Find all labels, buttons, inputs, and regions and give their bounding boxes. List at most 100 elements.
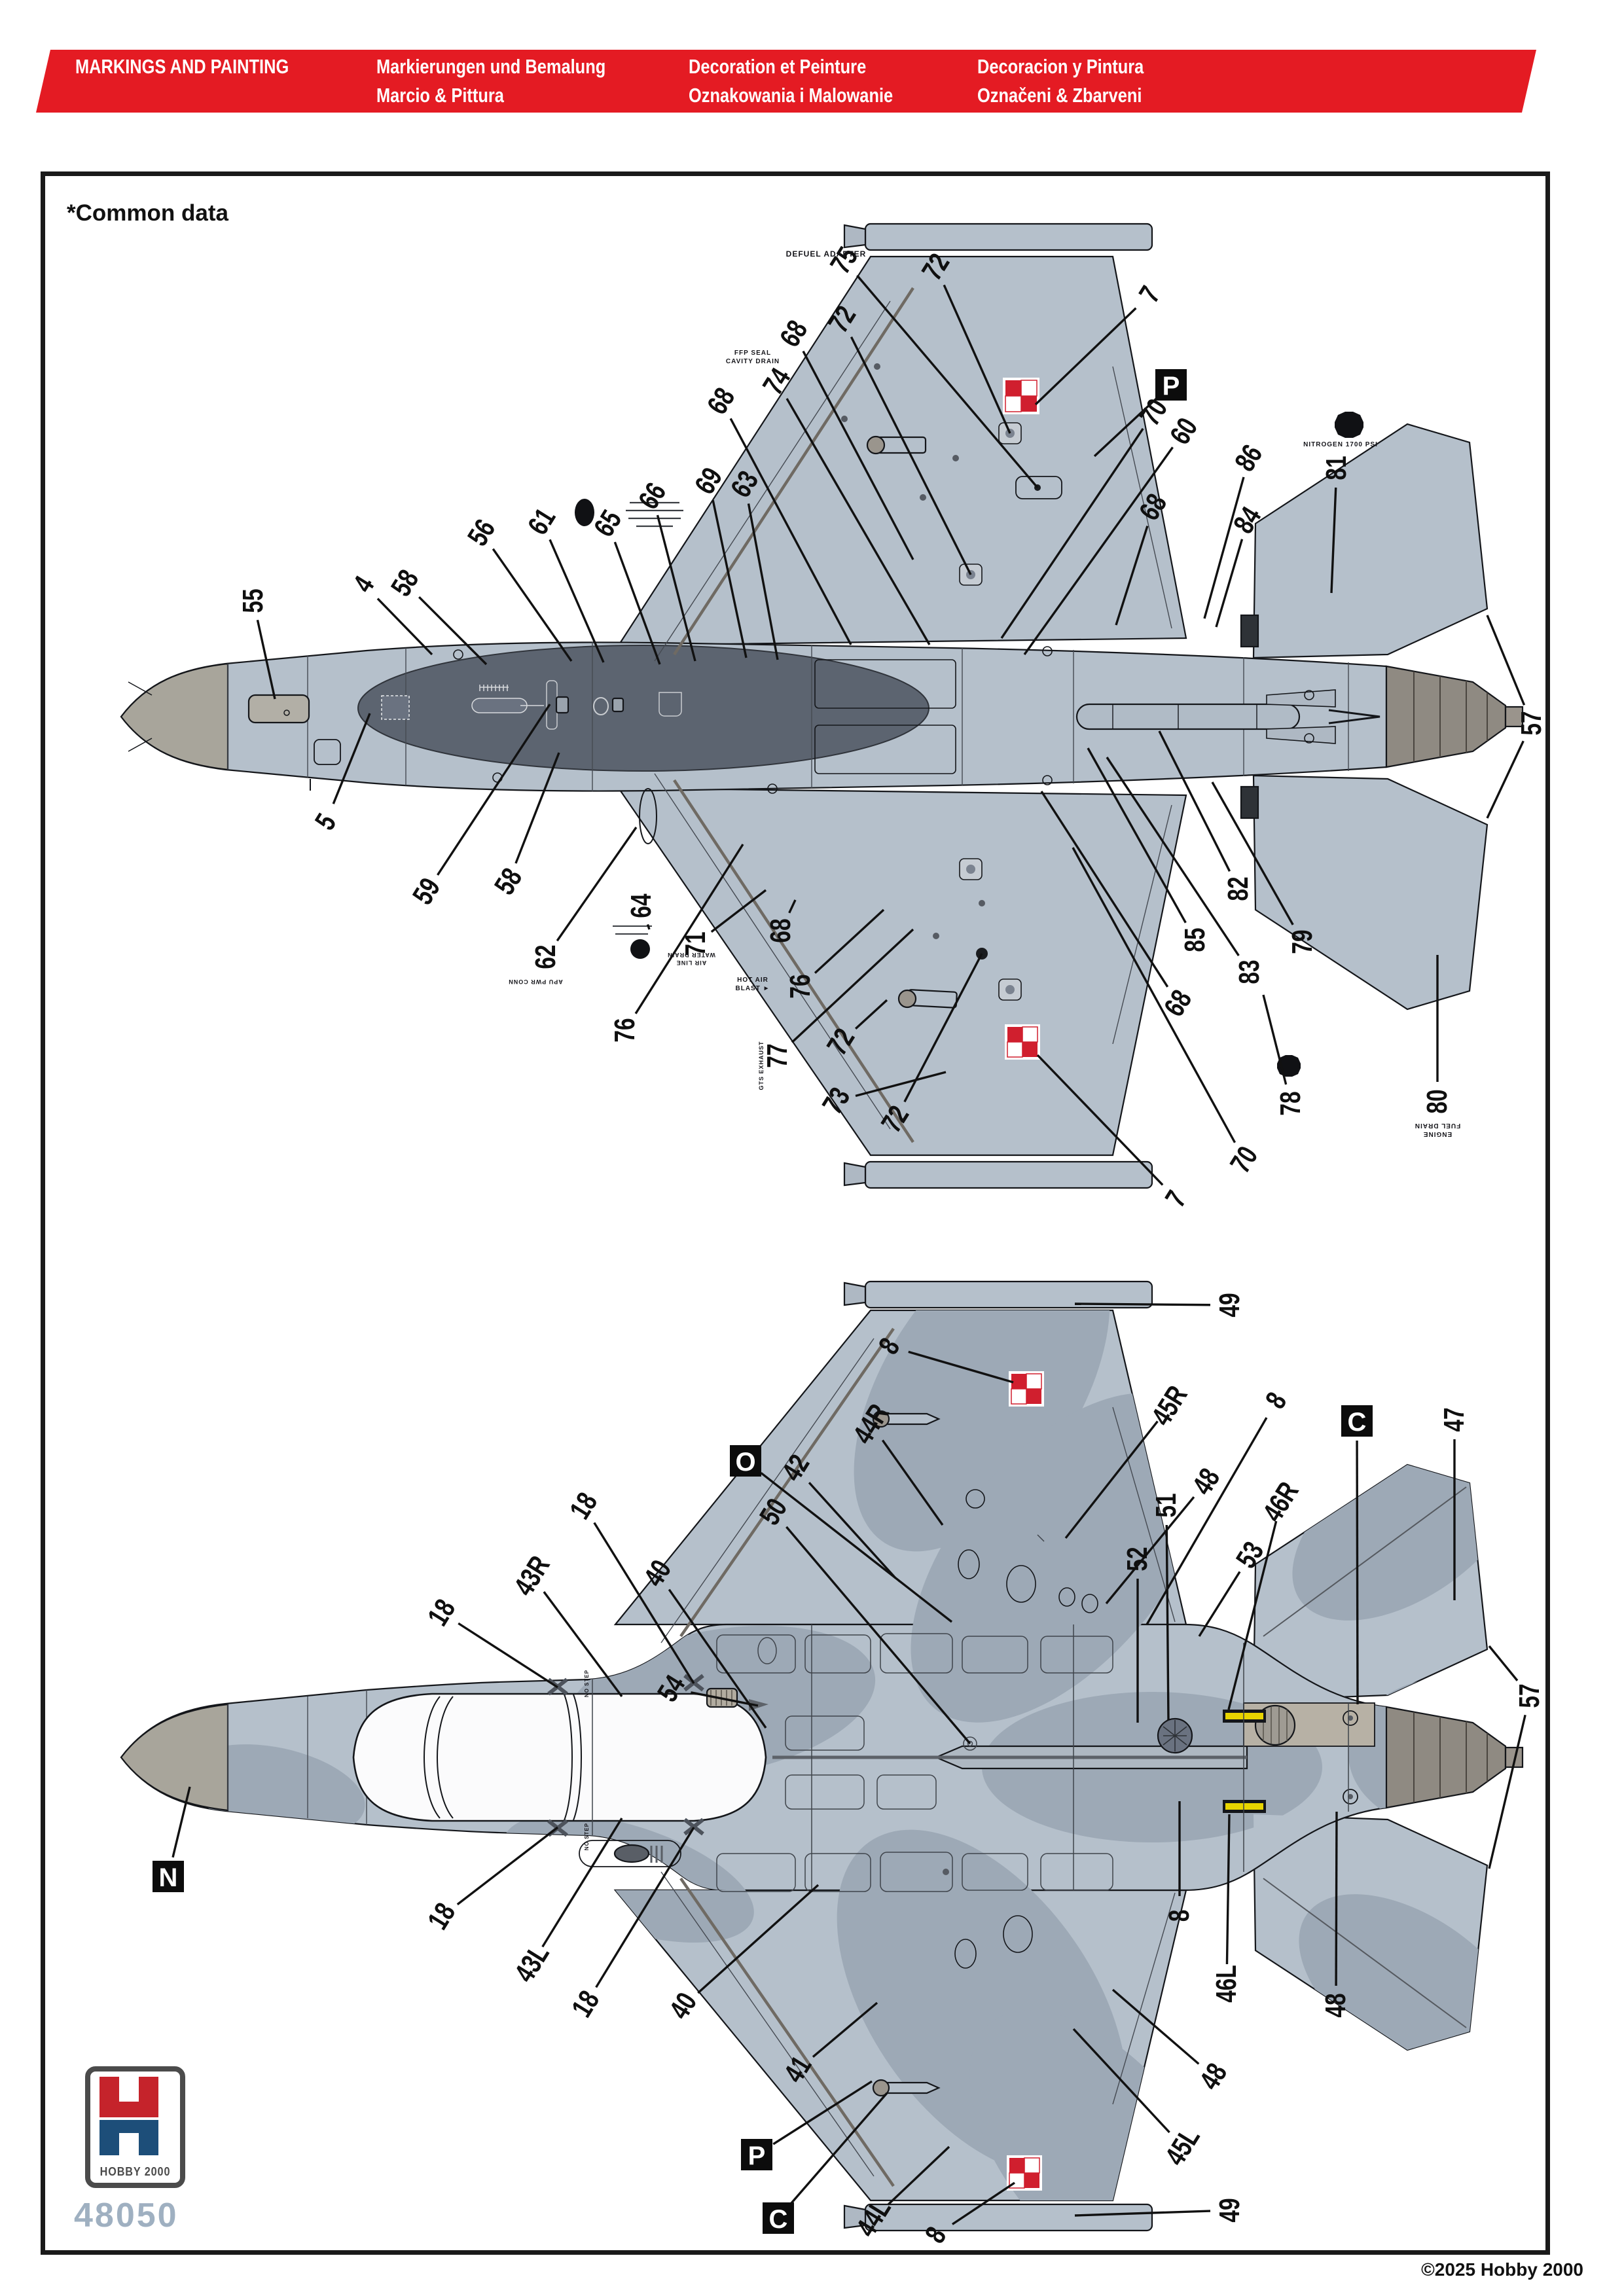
leader-line <box>802 350 914 560</box>
leader-line <box>634 844 744 1014</box>
callout-label: 40 <box>664 1987 704 2024</box>
marker-letter: C <box>769 2205 788 2234</box>
leader-line <box>646 924 651 930</box>
callout-label: 70 <box>1225 1141 1265 1178</box>
marker-box <box>763 2202 794 2234</box>
callout-label: 85 <box>1180 927 1211 952</box>
leader-line <box>1203 476 1245 619</box>
callout-47: 47 <box>1439 1407 1470 1600</box>
leader-line <box>855 1071 947 1098</box>
callout-79: 79 <box>1211 781 1318 954</box>
marker-box <box>1155 369 1187 401</box>
banner-text: Označeni & Zbarveni <box>977 84 1142 107</box>
leader-line <box>1158 730 1231 872</box>
callout-80: 80 <box>1422 955 1453 1114</box>
stabilizer <box>1252 774 1489 1011</box>
leader-line <box>747 503 779 660</box>
stencil-text-line: APU PWR CONN <box>508 978 563 985</box>
hobby2000-logo: HOBBY 2000 <box>85 2066 185 2188</box>
stencil-text-line: GTS EXHAUST <box>758 1041 765 1090</box>
leader-line <box>760 1472 953 1623</box>
leader-line <box>1000 427 1144 639</box>
leader-line <box>437 704 551 876</box>
leader-line <box>881 1439 944 1526</box>
callout-label: 46L <box>1211 1965 1242 2003</box>
wingtip-rail <box>864 1160 1153 1189</box>
stencil-text-line: BLAST ► <box>735 985 770 992</box>
stencil-text-line: CAVITY DRAIN <box>726 358 780 365</box>
callout-label: 46R <box>1257 1477 1305 1528</box>
callout-71: 71 <box>680 889 767 956</box>
formation-light-strip <box>1223 1710 1266 1813</box>
callout-82: 82 <box>1158 730 1254 901</box>
marker-C: C <box>1341 1405 1373 1705</box>
polish-checkerboard <box>1005 1024 1040 1060</box>
leader-line <box>814 908 885 974</box>
callout-label: 5 <box>310 808 343 835</box>
leader-line <box>549 539 605 663</box>
leader-line <box>595 1827 695 1988</box>
banner-text: Markierungen und Bemalung <box>376 55 606 78</box>
leader-line <box>712 500 748 658</box>
leader-line <box>1488 1645 1519 1681</box>
callout-label: 48 <box>1187 1463 1227 1500</box>
callout-51: 51 <box>1151 1493 1182 1721</box>
canopy <box>352 1693 767 1822</box>
stencil-text-line: ENGINE <box>1423 1130 1452 1138</box>
leader-line <box>1087 747 1187 924</box>
callout-label: 18 <box>422 1897 462 1935</box>
panel-lines <box>592 1534 1349 1892</box>
stabilizer <box>1252 423 1489 659</box>
marker-letter: P <box>1163 372 1180 401</box>
engine-nozzle <box>1385 1706 1507 1809</box>
callout-label: 59 <box>407 872 447 910</box>
callout-label: 79 <box>1287 929 1318 954</box>
leader-line <box>791 928 914 1043</box>
marker-N: N <box>153 1786 191 1892</box>
callout-label: 58 <box>489 863 529 900</box>
banner-text: Marcio & Pittura <box>376 84 504 107</box>
callout-label: 55 <box>238 588 269 613</box>
callout-8: 8 <box>1164 1801 1195 1922</box>
leader-line <box>556 827 638 942</box>
marker-box <box>741 2139 772 2170</box>
hobby2000-logo-mark <box>99 2077 158 2155</box>
leader-line <box>543 1591 623 1698</box>
callout-label: 83 <box>1234 960 1265 984</box>
callout-label: 57 <box>1516 711 1547 735</box>
leader-line <box>1105 1496 1195 1605</box>
callout-label: 71 <box>680 931 712 956</box>
callout-label: 18 <box>566 1985 606 2022</box>
leader-line <box>1165 1524 1170 1721</box>
leader-line <box>1335 1811 1338 1986</box>
leader-line <box>1072 2028 1170 2134</box>
leader-line <box>710 889 767 933</box>
leader-line <box>514 752 560 864</box>
leader-line <box>1074 1302 1211 1306</box>
diagram-frame <box>41 171 1550 2255</box>
leader-line <box>908 1350 1014 1384</box>
leader-line <box>1106 757 1240 956</box>
leader-line <box>785 398 931 645</box>
leader-line <box>456 1826 559 1906</box>
callout-56: 56 <box>462 514 573 662</box>
callout-label: 68 <box>1159 984 1199 1022</box>
markings-banner: MARKINGS AND PAINTING Markierungen und B… <box>36 50 1536 113</box>
leader-line <box>1198 1571 1241 1637</box>
callout-label: 48 <box>1320 1993 1352 2017</box>
marker-letter: P <box>748 2142 766 2170</box>
marker-box <box>730 1445 761 1477</box>
leader-line <box>376 598 433 656</box>
banner-text: MARKINGS AND PAINTING <box>75 55 289 78</box>
callout-43L: 43L <box>509 1818 623 1988</box>
callout-label: 4 <box>348 571 381 598</box>
banner-text: Oznakowania i Malowanie <box>689 84 893 107</box>
leader-line <box>1064 1420 1159 1539</box>
marker-C: C <box>763 2092 888 2234</box>
callout-83: 83 <box>1106 757 1265 984</box>
callout-label: 58 <box>386 564 425 601</box>
marker-letter: O <box>735 1448 755 1477</box>
callout-label: 78 <box>1275 1091 1307 1115</box>
